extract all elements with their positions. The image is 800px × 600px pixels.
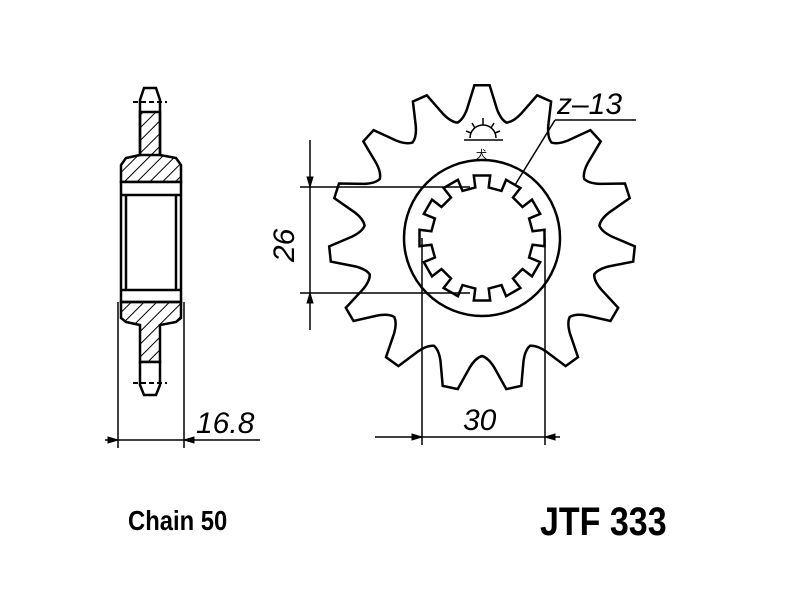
spline-dimension: 30 <box>463 404 497 437</box>
logo-text: 犬 <box>476 147 487 161</box>
logo-icon <box>464 118 503 141</box>
bore-dimension: 26 <box>268 228 301 263</box>
spline-bore <box>418 174 546 302</box>
teeth-count-label: z–13 <box>556 88 622 121</box>
front-view <box>300 83 637 445</box>
side-view <box>105 86 260 448</box>
sprocket-outline <box>327 83 637 391</box>
part-number: JTF 333 <box>540 500 667 544</box>
chain-size-label: Chain 50 <box>128 505 228 536</box>
hub-circle <box>402 158 562 318</box>
width-dimension: 16.8 <box>196 407 255 440</box>
